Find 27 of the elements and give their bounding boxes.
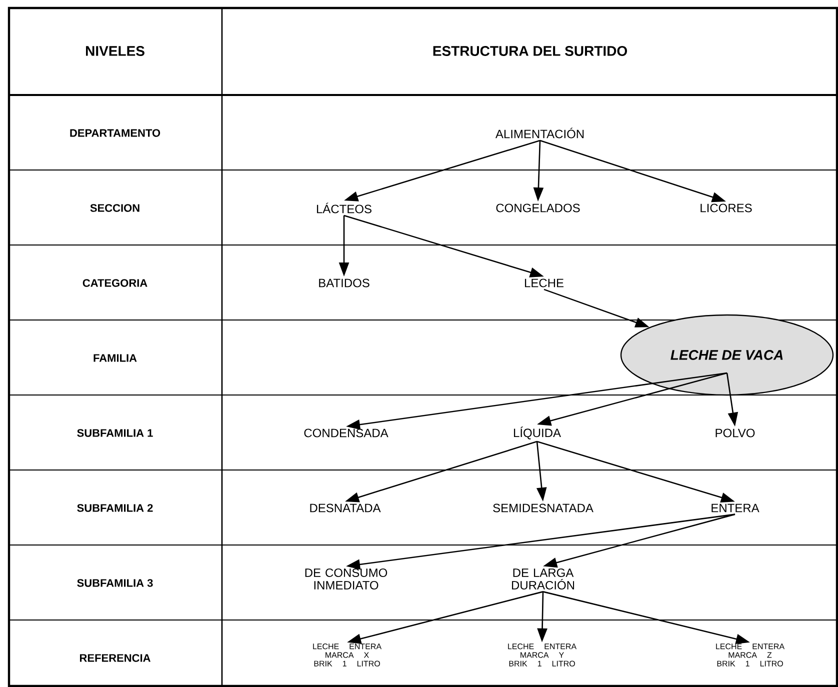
node-text: CONDENSADA <box>304 428 388 438</box>
node-text: ENTERA <box>712 504 760 512</box>
node-text: CONGELADOS <box>496 204 580 212</box>
level-label: SUBFAMILIA 2 <box>77 504 153 512</box>
node-text: DE CONSUMO INMEDIATO <box>305 568 388 590</box>
node-text: POLVO <box>716 428 755 438</box>
level-label: SECCION <box>90 204 140 212</box>
level-label: REFERENCIA <box>80 654 150 662</box>
level-label: CATEGORIA <box>82 279 148 287</box>
node-text: LECHE ENTERA MARCA X BRIK 1 LITRO <box>313 644 382 666</box>
node-text: LICORES <box>700 204 752 212</box>
level-label: SUBFAMILIA 1 <box>77 429 153 437</box>
node-text: LECHE ENTERA MARCA Y BRIK 1 LITRO <box>508 644 577 666</box>
node-text: LECHE <box>524 278 564 288</box>
node-text: SEMIDESNATADA <box>493 504 594 512</box>
level-label: DEPARTAMENTO <box>70 129 160 137</box>
node-text: ALIMENTACIÓN <box>495 128 584 138</box>
node-text: LECHE ENTERA MARCA Z BRIK 1 LITRO <box>716 644 785 666</box>
node-text: DESNATADA <box>310 504 381 512</box>
node-text: LÁCTEOS <box>316 202 372 214</box>
node-text: BATIDOS <box>319 278 370 288</box>
node-text: LÍQUIDA <box>514 426 561 440</box>
level-label: FAMILIA <box>94 354 137 362</box>
column-header: NIVELES <box>86 46 144 56</box>
column-header: ESTRUCTURA DEL SURTIDO <box>433 46 627 56</box>
node-text: DE LARGA DURACIÓN <box>512 568 574 590</box>
level-label: SUBFAMILIA 3 <box>77 579 153 587</box>
